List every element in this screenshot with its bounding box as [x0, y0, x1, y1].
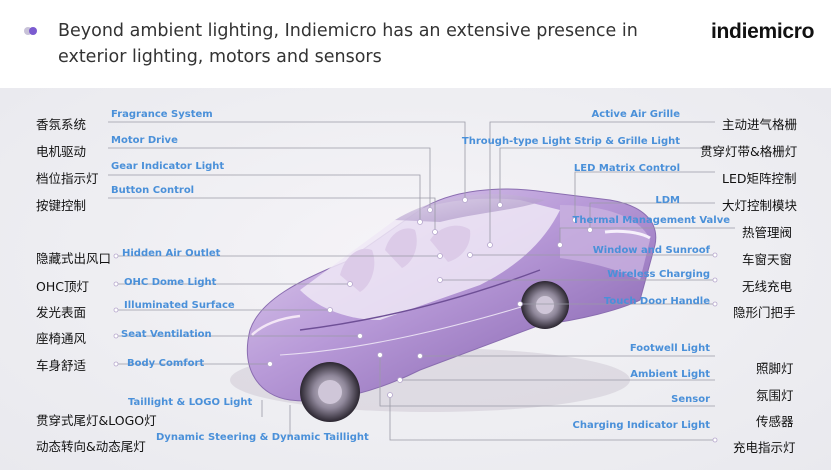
label-cn-air-grille: 主动进气格栅 — [722, 117, 798, 132]
label-cn-taillight: 贯穿式尾灯&LOGO灯 — [36, 413, 157, 428]
label-cn-fragrance: 香氛系统 — [36, 117, 87, 132]
label-cn-sensor: 传感器 — [756, 414, 794, 429]
label-en-dynamic: Dynamic Steering & Dynamic Taillight — [156, 432, 369, 443]
label-en-surface: Illuminated Surface — [124, 300, 235, 311]
label-en-charging: Charging Indicator Light — [572, 420, 710, 431]
label-cn-led-matrix: LED矩阵控制 — [722, 171, 797, 186]
brand-logo: indiemicro — [711, 20, 815, 43]
label-en-wireless: Wireless Charging — [607, 269, 710, 280]
label-cn-ambient: 氛围灯 — [756, 388, 794, 403]
label-cn-thermal: 热管理阀 — [742, 225, 793, 240]
label-cn-dynamic: 动态转向&动态尾灯 — [36, 439, 146, 454]
label-cn-comfort: 车身舒适 — [36, 358, 87, 373]
label-en-ohc: OHC Dome Light — [124, 277, 217, 288]
slide-title: Beyond ambient lighting, Indiemicro has … — [58, 21, 638, 67]
label-cn-gear: 档位指示灯 — [36, 171, 99, 186]
label-cn-charging: 充电指示灯 — [733, 440, 796, 455]
label-en-light-strip: Through-type Light Strip & Grille Light — [461, 136, 680, 147]
label-en-motor: Motor Drive — [111, 135, 178, 146]
label-en-window: Window and Sunroof — [592, 245, 710, 256]
label-en-sensor: Sensor — [671, 394, 710, 405]
label-cn-seat: 座椅通风 — [36, 331, 87, 346]
label-en-footwell: Footwell Light — [629, 343, 710, 354]
label-en-door-handle: Touch Door Handle — [603, 296, 710, 307]
label-en-ambient: Ambient Light — [630, 369, 710, 380]
label-cn-ldm: 大灯控制模块 — [722, 198, 798, 213]
label-cn-air-outlet: 隐藏式出风口 — [36, 251, 112, 266]
label-cn-motor: 电机驱动 — [36, 144, 87, 159]
label-cn-window: 车窗天窗 — [742, 252, 793, 267]
label-en-thermal: Thermal Management Valve — [572, 215, 731, 226]
label-cn-footwell: 照脚灯 — [756, 361, 794, 376]
label-en-led-matrix: LED Matrix Control — [573, 163, 680, 174]
label-cn-button: 按键控制 — [36, 198, 87, 213]
label-en-taillight: Taillight & LOGO Light — [128, 397, 253, 408]
title-bullet-icon — [24, 26, 40, 36]
label-cn-ohc: OHC顶灯 — [36, 279, 89, 294]
label-en-button: Button Control — [111, 185, 195, 196]
label-en-fragrance: Fragrance System — [111, 109, 213, 120]
label-en-comfort: Body Comfort — [127, 358, 205, 369]
label-cn-surface: 发光表面 — [36, 305, 87, 320]
label-en-seat: Seat Ventilation — [121, 329, 212, 340]
label-cn-light-strip: 贯穿灯带&格栅灯 — [700, 144, 798, 159]
label-cn-wireless: 无线充电 — [742, 279, 793, 294]
label-en-ldm: LDM — [655, 195, 680, 206]
label-en-air-outlet: Hidden Air Outlet — [122, 248, 221, 259]
label-en-gear: Gear Indicator Light — [111, 161, 225, 172]
label-cn-door-handle: 隐形门把手 — [733, 305, 796, 320]
label-en-air-grille: Active Air Grille — [591, 109, 680, 120]
